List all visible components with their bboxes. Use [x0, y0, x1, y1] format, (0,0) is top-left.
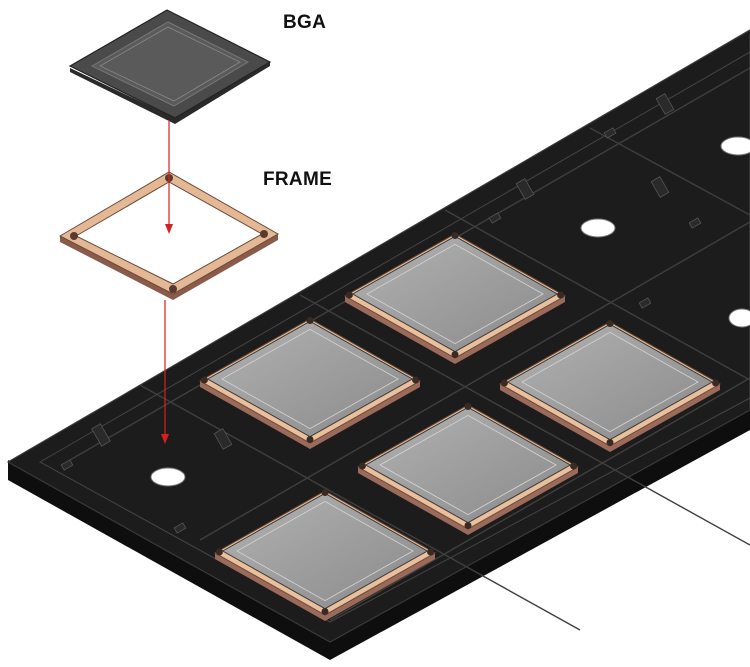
seated-frame-corner [557, 291, 565, 299]
seated-frame-corner [464, 402, 472, 410]
tray [6, 29, 750, 660]
bga-package [68, 9, 272, 124]
arrow-head [161, 434, 169, 444]
seated-frame-corner [215, 548, 223, 556]
seated-chip-outline [236, 500, 414, 602]
tray-slots [60, 93, 702, 534]
tray-holes [150, 136, 750, 487]
frame-corner [260, 230, 268, 238]
tray-hole [150, 467, 186, 487]
seated-frame-corner [306, 436, 314, 444]
seated-chip-outline [366, 243, 544, 345]
seated-frame-corner [321, 488, 329, 496]
frame-label: FRAME [263, 169, 333, 190]
seated-frame-corner [358, 462, 366, 470]
seated-frame-corner [345, 291, 353, 299]
seated-frame-corner [500, 379, 508, 387]
seated-frame-corner [451, 231, 459, 239]
tray-hole [580, 218, 616, 238]
seated-chip-outline [379, 414, 557, 516]
seated-frame-corner [451, 351, 459, 359]
seated-frame-corner [412, 376, 420, 384]
tray-top [6, 29, 750, 643]
frame-corner [70, 232, 78, 240]
seated-frame-corner [570, 462, 578, 470]
seated-frame-corner [464, 522, 472, 530]
seated-chip-outline [221, 328, 399, 430]
tray-chips [198, 231, 722, 621]
frame-corner [169, 285, 177, 293]
seated-frame-corner [306, 316, 314, 324]
tray-grid [69, 67, 750, 631]
seated-frame-corner [712, 379, 720, 387]
seated-chip-outline [521, 331, 699, 433]
bga-die [90, 21, 250, 107]
assembly-arrows [161, 120, 173, 444]
bga-label: BGA [283, 12, 327, 33]
tray-hole [720, 136, 750, 156]
arrow-head [165, 224, 173, 234]
seated-frame-corner [606, 439, 614, 447]
seated-frame-corner [200, 376, 208, 384]
tray-hole [728, 308, 750, 328]
bga-die-inner [99, 26, 241, 102]
seated-frame-corner [606, 319, 614, 327]
seated-frame-corner [321, 608, 329, 616]
seated-frame-corner [427, 548, 435, 556]
